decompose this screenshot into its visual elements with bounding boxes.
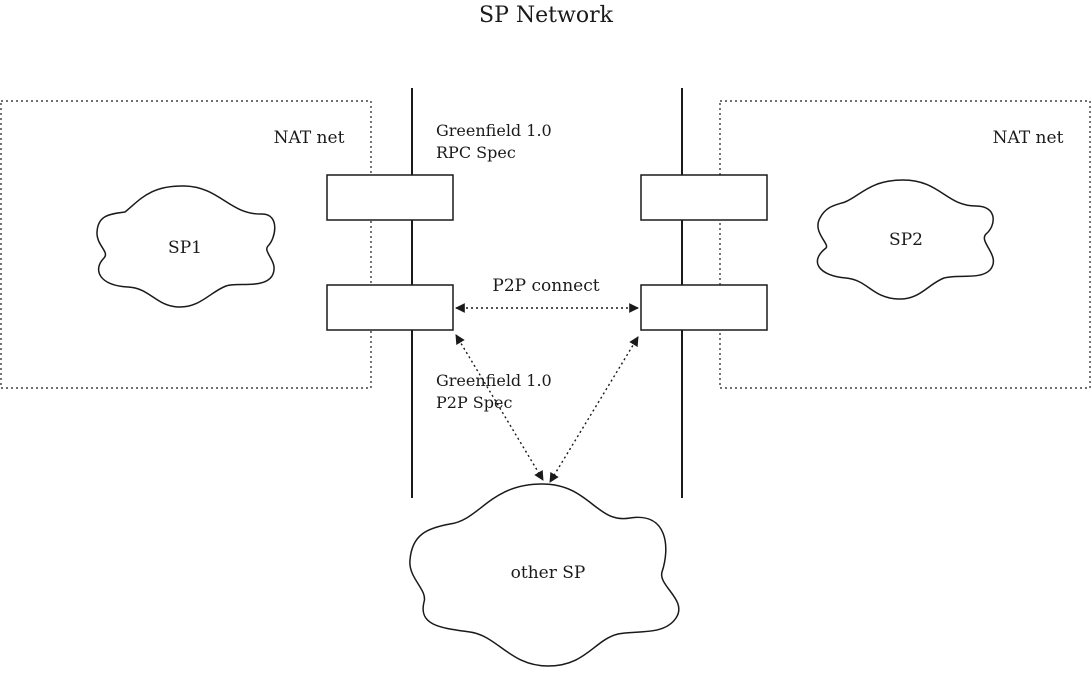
p2p-spec-label-line1: Greenfield 1.0 bbox=[436, 371, 552, 390]
other-sp-left-arrow bbox=[455, 334, 544, 481]
left-nat-label: NAT net bbox=[274, 128, 345, 148]
right-rpc-box bbox=[640, 174, 768, 221]
sp2-label: SP2 bbox=[889, 230, 923, 250]
rpc-spec-label-line1: Greenfield 1.0 bbox=[436, 121, 552, 140]
other-sp-label: other SP bbox=[511, 563, 586, 583]
right-p2p-box bbox=[640, 284, 768, 331]
sp1-cloud-shape bbox=[96, 185, 276, 308]
left-p2p-box bbox=[326, 284, 454, 331]
right-nat-label: NAT net bbox=[993, 128, 1064, 148]
other-sp-cloud-shape bbox=[409, 483, 680, 667]
right-nat-zone bbox=[719, 100, 1091, 389]
p2p-connect-label: P2P connect bbox=[492, 276, 599, 296]
rpc-spec-label-line2: RPC Spec bbox=[436, 143, 516, 162]
other-sp-right-arrow bbox=[549, 336, 639, 483]
left-rpc-box bbox=[326, 174, 454, 221]
diagram-title: SP Network bbox=[479, 3, 614, 28]
left-nat-zone bbox=[0, 100, 372, 389]
sp2-cloud-shape bbox=[816, 179, 995, 300]
sp1-label: SP1 bbox=[168, 238, 202, 258]
